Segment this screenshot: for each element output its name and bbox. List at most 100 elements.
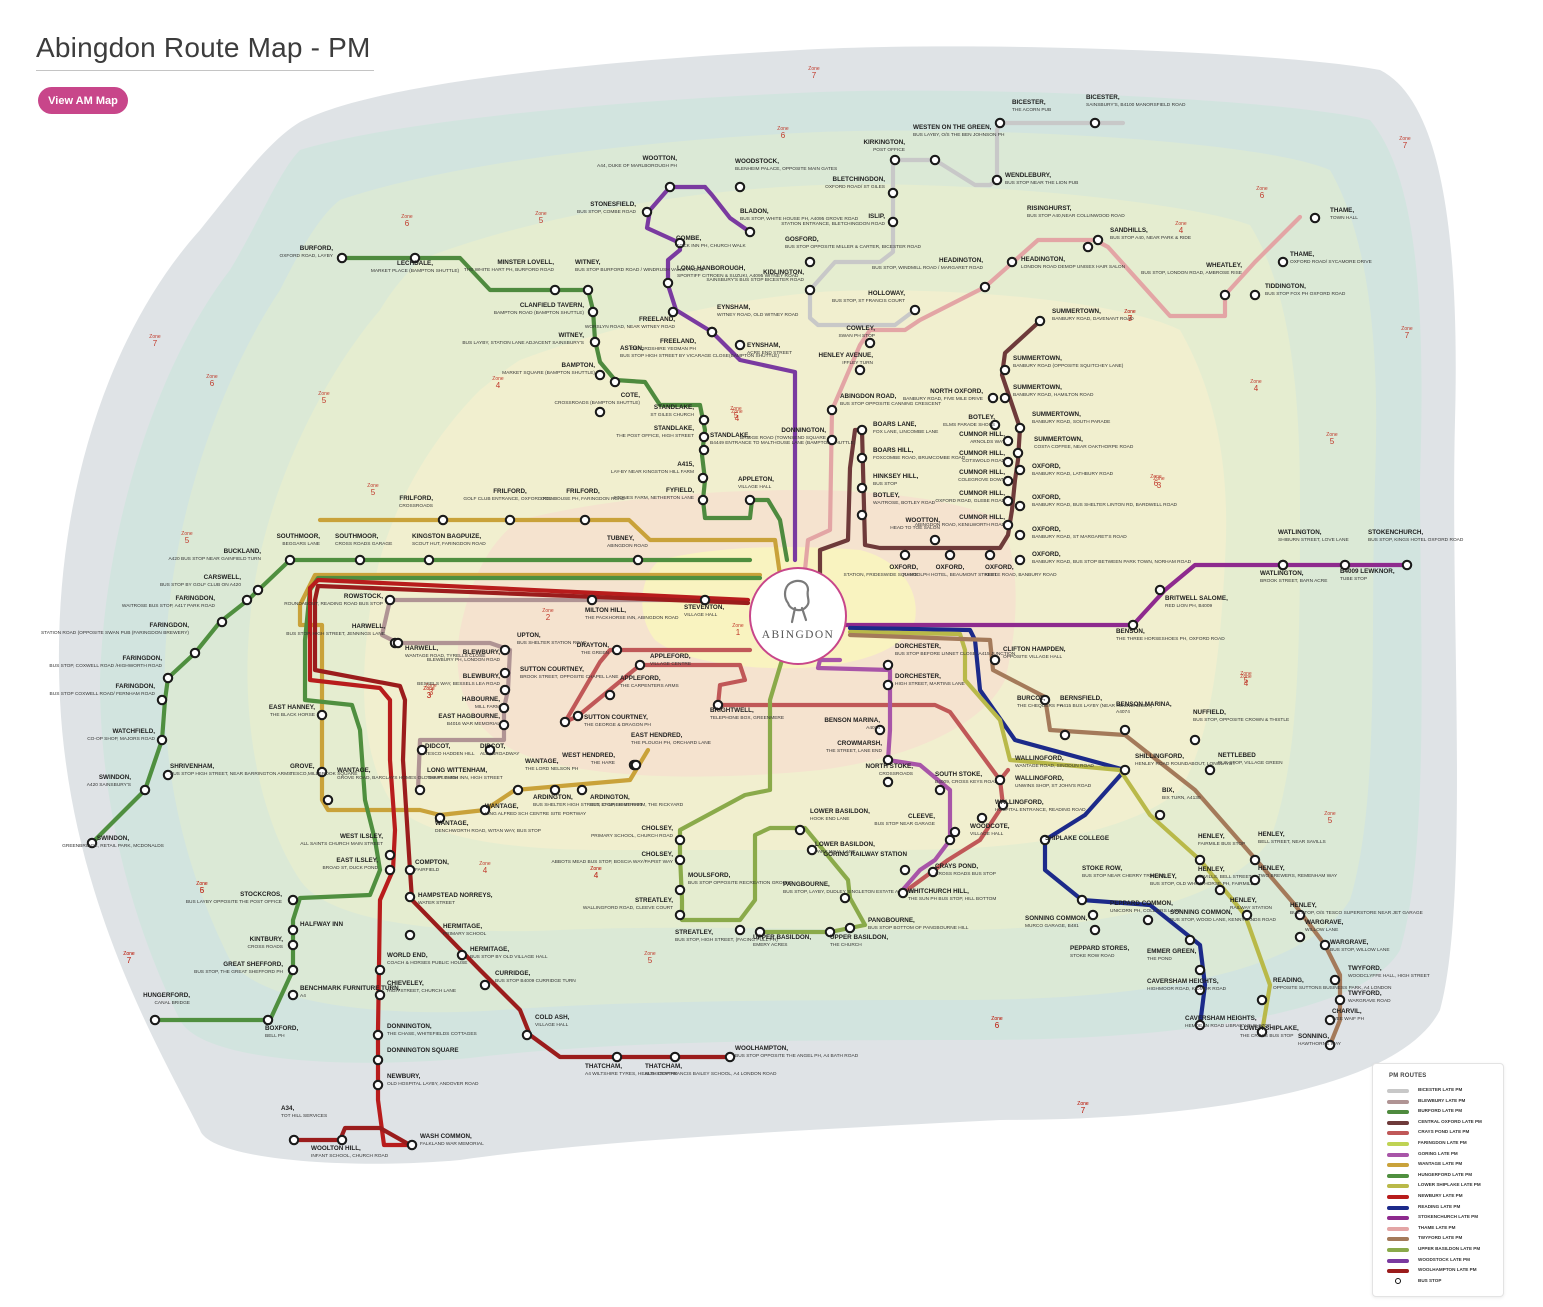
bus-stop-marker[interactable] (572, 710, 584, 722)
bus-stop-marker[interactable] (804, 256, 816, 268)
bus-stop-marker[interactable] (927, 866, 939, 878)
bus-stop-marker[interactable] (374, 989, 386, 1001)
bus-stop-marker[interactable] (1087, 909, 1099, 921)
bus-stop-marker[interactable] (604, 689, 616, 701)
bus-stop-marker[interactable] (586, 594, 598, 606)
bus-stop-marker[interactable] (989, 419, 1001, 431)
bus-stop-marker[interactable] (889, 154, 901, 166)
bus-stop-marker[interactable] (1309, 212, 1321, 224)
bus-stop-marker[interactable] (287, 989, 299, 1001)
bus-stop-marker[interactable] (372, 1054, 384, 1066)
bus-stop-marker[interactable] (611, 1051, 623, 1063)
bus-stop-marker[interactable] (856, 509, 868, 521)
bus-stop-marker[interactable] (1249, 854, 1261, 866)
bus-stop-marker[interactable] (609, 376, 621, 388)
bus-stop-marker[interactable] (1014, 500, 1026, 512)
bus-stop-marker[interactable] (336, 252, 348, 264)
bus-stop-marker[interactable] (664, 181, 676, 193)
bus-stop-marker[interactable] (406, 1139, 418, 1151)
bus-stop-marker[interactable] (1127, 619, 1139, 631)
bus-stop-marker[interactable] (384, 594, 396, 606)
bus-stop-marker[interactable] (404, 929, 416, 941)
bus-stop-marker[interactable] (372, 1029, 384, 1041)
bus-stop-marker[interactable] (1214, 884, 1226, 896)
bus-stop-marker[interactable] (1319, 939, 1331, 951)
bus-stop-marker[interactable] (1014, 554, 1026, 566)
bus-stop-marker[interactable] (1249, 874, 1261, 886)
bus-stop-marker[interactable] (882, 754, 894, 766)
bus-stop-marker[interactable] (162, 769, 174, 781)
bus-stop-marker[interactable] (1256, 994, 1268, 1006)
bus-stop-marker[interactable] (1002, 456, 1014, 468)
bus-stop-marker[interactable] (909, 304, 921, 316)
bus-stop-marker[interactable] (632, 554, 644, 566)
bus-stop-marker[interactable] (156, 694, 168, 706)
bus-stop-marker[interactable] (999, 392, 1011, 404)
bus-stop-marker[interactable] (499, 684, 511, 696)
bus-stop-marker[interactable] (734, 181, 746, 193)
bus-stop-marker[interactable] (611, 644, 623, 656)
bus-stop-marker[interactable] (856, 424, 868, 436)
bus-stop-marker[interactable] (641, 206, 653, 218)
bus-stop-marker[interactable] (698, 414, 710, 426)
bus-stop-marker[interactable] (706, 326, 718, 338)
bus-stop-marker[interactable] (423, 554, 435, 566)
bus-stop-marker[interactable] (559, 716, 571, 728)
bus-stop-marker[interactable] (1294, 909, 1306, 921)
bus-stop-marker[interactable] (404, 891, 416, 903)
bus-stop-marker[interactable] (1119, 764, 1131, 776)
bus-stop-marker[interactable] (669, 1051, 681, 1063)
bus-stop-marker[interactable] (1249, 289, 1261, 301)
bus-stop-marker[interactable] (1089, 924, 1101, 936)
bus-stop-marker[interactable] (287, 964, 299, 976)
bus-stop-marker[interactable] (504, 514, 516, 526)
bus-stop-marker[interactable] (189, 647, 201, 659)
bus-stop-marker[interactable] (372, 1079, 384, 1091)
bus-stop-marker[interactable] (1012, 447, 1024, 459)
bus-stop-marker[interactable] (149, 1014, 161, 1026)
bus-stop-marker[interactable] (854, 364, 866, 376)
bus-stop-marker[interactable] (1194, 964, 1206, 976)
bus-stop-marker[interactable] (712, 699, 724, 711)
bus-stop-marker[interactable] (826, 434, 838, 446)
bus-stop-marker[interactable] (576, 784, 588, 796)
bus-stop-marker[interactable] (984, 549, 996, 561)
bus-stop-marker[interactable] (284, 554, 296, 566)
bus-stop-marker[interactable] (1256, 1026, 1268, 1038)
bus-stop-marker[interactable] (856, 452, 868, 464)
bus-stop-marker[interactable] (1277, 256, 1289, 268)
bus-stop-marker[interactable] (1014, 422, 1026, 434)
bus-stop-marker[interactable] (1194, 984, 1206, 996)
bus-stop-marker[interactable] (594, 406, 606, 418)
bus-stop-marker[interactable] (929, 534, 941, 546)
bus-stop-marker[interactable] (582, 284, 594, 296)
bus-stop-marker[interactable] (697, 472, 709, 484)
bus-stop-marker[interactable] (437, 514, 449, 526)
bus-stop-marker[interactable] (754, 926, 766, 938)
bus-stop-marker[interactable] (594, 369, 606, 381)
bus-stop-marker[interactable] (999, 364, 1011, 376)
bus-stop-marker[interactable] (674, 834, 686, 846)
bus-stop-marker[interactable] (322, 794, 334, 806)
bus-stop-marker[interactable] (674, 854, 686, 866)
bus-stop-marker[interactable] (882, 776, 894, 788)
bus-stop-marker[interactable] (1194, 1019, 1206, 1031)
bus-stop-marker[interactable] (1184, 934, 1196, 946)
bus-stop-marker[interactable] (521, 1029, 533, 1041)
bus-stop-marker[interactable] (549, 784, 561, 796)
bus-stop-marker[interactable] (1059, 729, 1071, 741)
bus-stop-marker[interactable] (897, 887, 909, 899)
bus-stop-marker[interactable] (434, 812, 446, 824)
bus-stop-marker[interactable] (987, 392, 999, 404)
bus-stop-marker[interactable] (1294, 931, 1306, 943)
bus-stop-marker[interactable] (697, 494, 709, 506)
bus-stop-marker[interactable] (316, 709, 328, 721)
bus-stop-marker[interactable] (479, 804, 491, 816)
bus-stop-marker[interactable] (674, 909, 686, 921)
view-am-map-button[interactable]: View AM Map (38, 87, 128, 114)
bus-stop-marker[interactable] (882, 659, 894, 671)
bus-stop-marker[interactable] (392, 637, 404, 649)
bus-stop-marker[interactable] (674, 237, 686, 249)
bus-stop-marker[interactable] (794, 824, 806, 836)
bus-stop-marker[interactable] (1204, 764, 1216, 776)
